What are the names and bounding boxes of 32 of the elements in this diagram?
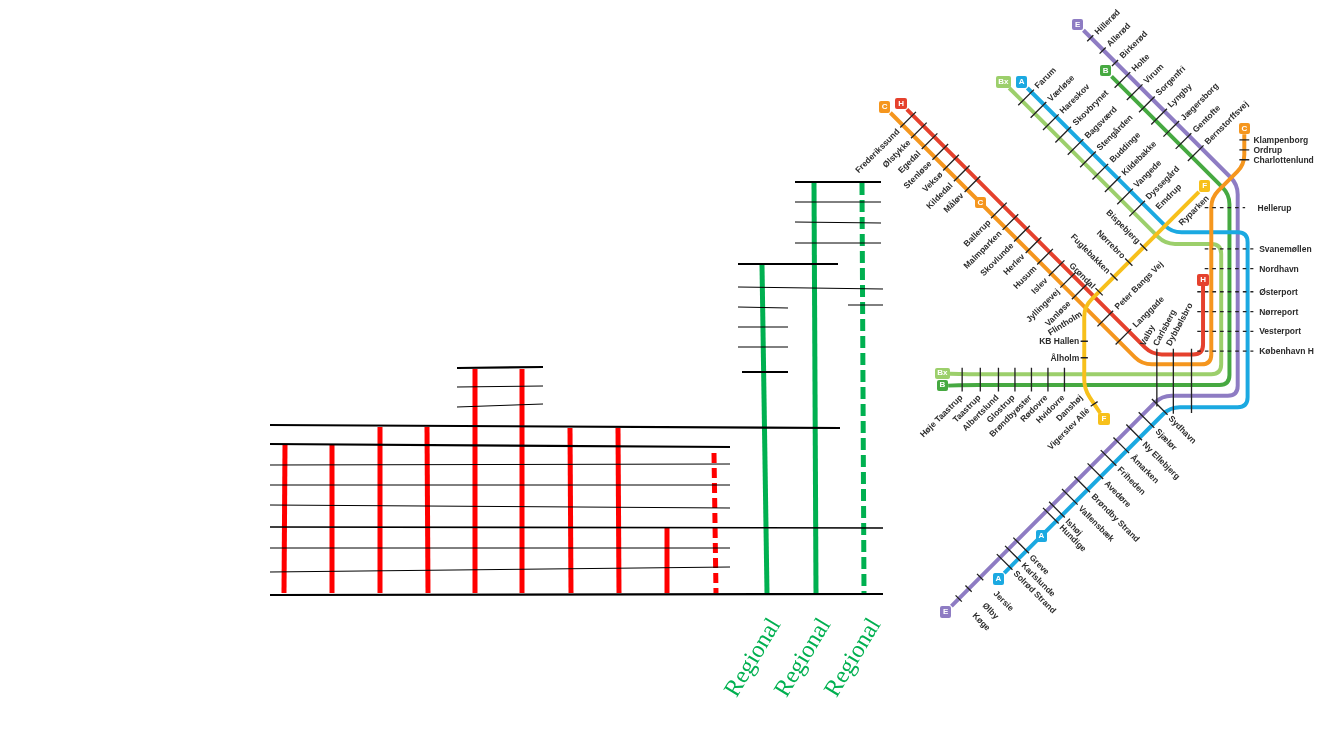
route-line [905, 108, 1206, 357]
route-line [888, 111, 1247, 367]
line-badge: C [974, 196, 987, 209]
station-label: Hellerup [1257, 202, 1292, 213]
line-badge: B [1099, 64, 1112, 77]
station-label: Charlottenlund [1253, 154, 1314, 165]
line-badge: C [878, 101, 891, 113]
line-badge: A [1015, 76, 1028, 88]
station-label: Svanemøllen [1259, 243, 1312, 254]
line-badge: E [1071, 18, 1084, 31]
route-line [1082, 190, 1201, 415]
station-label: Klampenborg [1253, 134, 1309, 145]
station-label: Ålholm [1050, 352, 1080, 363]
line-badge: H [1197, 274, 1209, 286]
line-badge: A [992, 573, 1005, 585]
station-label: Østerport [1259, 286, 1298, 297]
line-badge: B [936, 380, 949, 392]
route-line [950, 28, 1240, 608]
line-badge: Bx [995, 76, 1011, 88]
line-badge: E [939, 606, 952, 618]
route-line [1002, 86, 1250, 575]
station-label: Nørreport [1259, 306, 1299, 317]
station-label: Vesterport [1259, 326, 1302, 337]
station-label: Nordhavn [1259, 263, 1299, 274]
station-label: København H [1259, 346, 1314, 357]
line-badge: F [1198, 180, 1211, 192]
station-label: KB Hallen [1039, 336, 1080, 347]
station-label: Ordrup [1253, 144, 1283, 155]
line-badge: F [1098, 413, 1110, 425]
line-badge: A [1035, 530, 1048, 542]
line-badge: H [895, 97, 907, 110]
line-badge: Bx [934, 368, 950, 379]
